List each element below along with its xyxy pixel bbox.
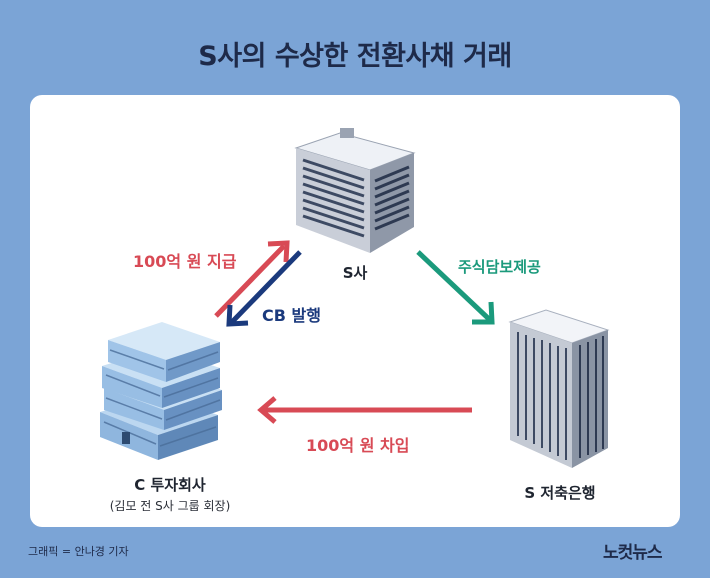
- edge-label-payment: 100억 원 지급: [133, 252, 237, 271]
- arrow-loan-icon: [257, 396, 472, 424]
- building-c-investment-icon: [100, 322, 222, 460]
- page-title: S사의 수상한 전환사채 거래: [198, 41, 512, 72]
- credit-text: 그래픽 = 안나경 기자: [28, 545, 129, 558]
- edge-label-stock-collateral: 주식담보제공: [458, 258, 541, 276]
- arrow-payment-icon: [214, 240, 290, 318]
- arrow-stock-collateral-icon: [416, 250, 495, 325]
- arrow-cb-issue-icon: [226, 250, 302, 327]
- edge-label-cb-issue: CB 발행: [262, 306, 321, 325]
- node-label-c-investment: C 투자회사: [134, 476, 206, 494]
- building-s-bank-icon: [508, 309, 610, 468]
- brand-logo: 노컷뉴스: [603, 543, 663, 563]
- node-label-s-company: S사: [342, 264, 368, 282]
- edge-label-loan: 100억 원 차입: [306, 436, 410, 455]
- building-s-company-icon: [294, 128, 416, 253]
- node-sublabel-c-investment: (김모 전 S사 그룹 회장): [109, 499, 231, 513]
- node-label-s-bank: S 저축은행: [524, 484, 596, 502]
